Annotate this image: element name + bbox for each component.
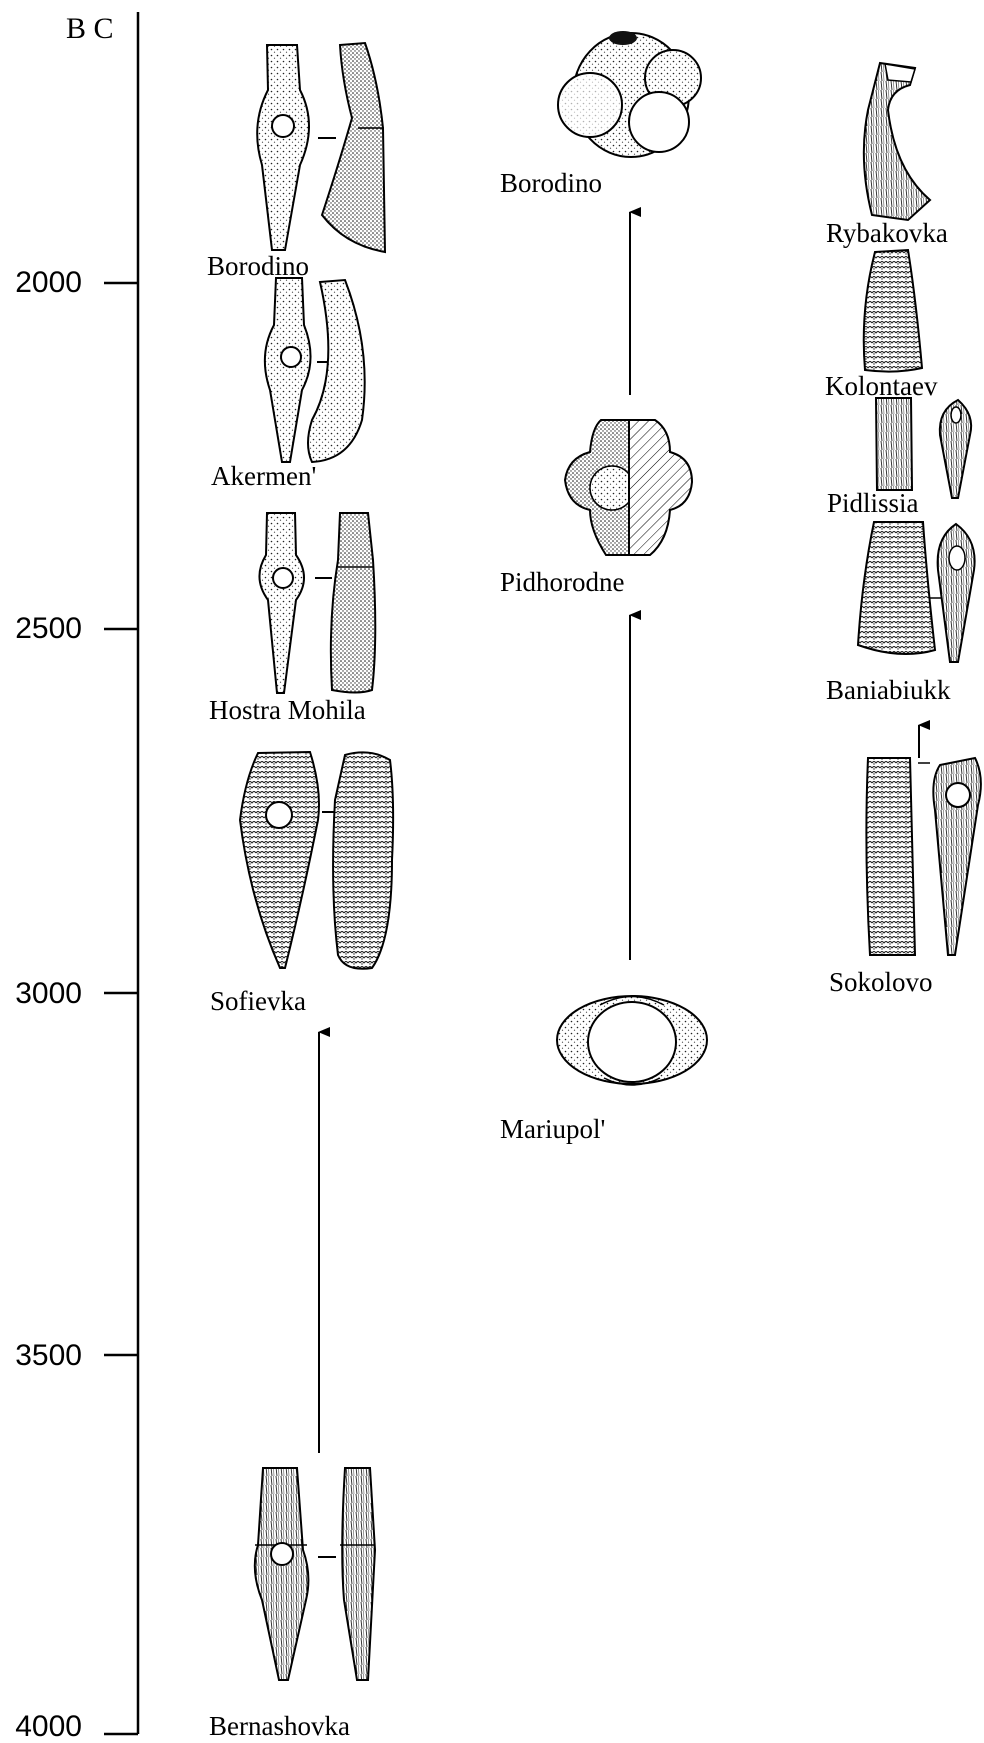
site-label-borodino-axe: Borodino (207, 253, 309, 280)
site-label-sofievka: Sofievka (210, 988, 306, 1015)
site-label-akermen: Akermen' (211, 463, 316, 490)
mariupol-mace-drawing (557, 996, 707, 1085)
sokolovo-axe-drawing (866, 758, 980, 955)
site-label-pidhorodne: Pidhorodne (500, 569, 625, 596)
site-label-bernashovka: Bernashovka (209, 1713, 350, 1740)
borodino-axe-drawing (257, 43, 385, 252)
hostra-mohila-axe-drawing (259, 513, 375, 693)
site-label-baniabiukk: Baniabiukk (826, 677, 950, 704)
pidhorodne-mace-drawing (565, 420, 692, 555)
site-label-hostra-mohila: Hostra Mohila (209, 697, 366, 724)
bernashovka-axe-drawing (255, 1468, 375, 1680)
axis-unit-label: B C (66, 14, 114, 44)
site-label-rybakovka: Rybakovka (826, 220, 948, 247)
rybakovka-axe-drawing (864, 63, 930, 220)
site-label-mariupol: Mariupol' (500, 1116, 605, 1143)
sofievka-axe-drawing (240, 752, 393, 969)
tick-label-4000: 4000 (0, 1712, 82, 1742)
site-label-borodino-mace: Borodino (500, 170, 602, 197)
tick-label-3000: 3000 (0, 979, 82, 1009)
site-label-pidlissia: Pidlissia (827, 490, 919, 517)
tick-label-2500: 2500 (0, 614, 82, 644)
baniabiukk-axe-drawing (858, 522, 975, 662)
borodino-mace-drawing (558, 31, 701, 157)
shaft-hole-axes-column (240, 43, 393, 1680)
time-axis (104, 12, 138, 1734)
kolontaev-axe-drawing (864, 250, 922, 372)
tick-label-3500: 3500 (0, 1341, 82, 1371)
pidlissia-axe-drawing (876, 398, 971, 498)
tick-label-2000: 2000 (0, 268, 82, 298)
site-label-kolontaev: Kolontaev (825, 373, 937, 400)
akermen-axe-drawing (265, 278, 365, 462)
site-label-sokolovo: Sokolovo (829, 969, 933, 996)
